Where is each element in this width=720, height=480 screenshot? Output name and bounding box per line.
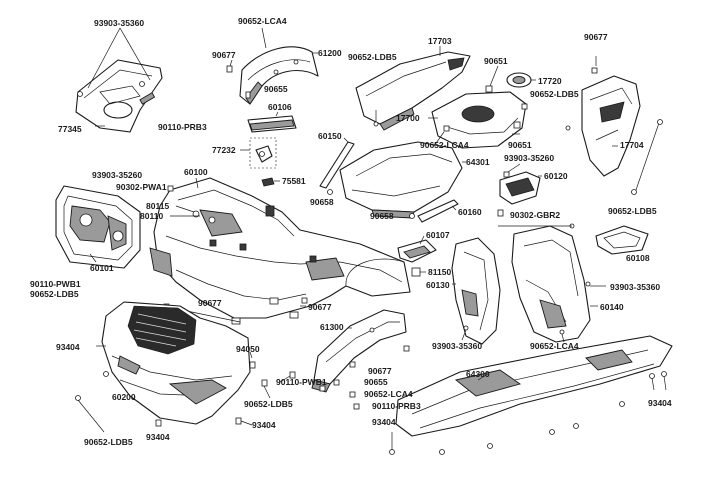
label-60140: 60140 — [600, 302, 624, 312]
part-61200-fender — [239, 46, 319, 105]
label-90677-a: 90677 — [212, 50, 236, 60]
label-93903-35360-c: 93903-35360 — [432, 341, 482, 351]
part-17720-cap — [506, 72, 532, 88]
label-90652-lca4-c: 90652-LCA4 — [530, 341, 579, 351]
part-60130-side-panel — [451, 237, 501, 345]
label-60108: 60108 — [626, 253, 650, 263]
label-90677-d: 90677 — [308, 302, 332, 312]
label-60100: 60100 — [184, 167, 208, 177]
label-93903-35260-b: 93903-35260 — [92, 170, 142, 180]
label-90110-prb3-b: 90110-PRB3 — [372, 401, 421, 411]
part-60100-front-body — [149, 177, 411, 325]
part-60107-cover — [397, 239, 437, 263]
label-60120: 60120 — [544, 171, 568, 181]
label-90652-lca4-b: 90652-LCA4 — [420, 140, 469, 150]
label-90652-ldb5-e: 90652-LDB5 — [244, 399, 293, 409]
label-90651-b: 90651 — [508, 140, 532, 150]
label-90658-a: 90658 — [310, 197, 334, 207]
label-90652-ldb5-a: 90652-LDB5 — [348, 52, 397, 62]
label-60106: 60106 — [268, 102, 292, 112]
label-81150: 81150 — [428, 267, 451, 277]
label-90110-pwb1-b: 90110-PWB1 — [276, 377, 327, 387]
label-93404-c: 93404 — [252, 420, 276, 430]
label-90658-b: 90658 — [370, 211, 394, 221]
label-17700: 17700 — [396, 113, 420, 123]
label-90302-gbr2: 90302-GBR2 — [510, 210, 560, 220]
part-60150-rod — [319, 141, 355, 189]
label-60107: 60107 — [426, 230, 450, 240]
part-60140-side-panel — [511, 225, 591, 343]
label-93404-b: 93404 — [648, 398, 672, 408]
label-80110: 80110 — [140, 211, 163, 221]
part-77232-box — [249, 137, 277, 169]
label-75581: 75581 — [282, 176, 306, 186]
label-90652-lca4-a: 90652-LCA4 — [238, 16, 287, 26]
part-17700-tray — [431, 91, 527, 149]
part-60120-component — [499, 171, 541, 205]
label-90302-pwa1: 90302-PWA1 — [116, 182, 167, 192]
label-93404-d: 93404 — [372, 417, 396, 427]
part-60101-headlight-housing — [55, 185, 141, 269]
label-90655-b: 90655 — [364, 377, 388, 387]
part-77345-plate — [75, 59, 163, 133]
label-17720: 17720 — [538, 76, 562, 86]
label-64301: 64301 — [466, 157, 490, 167]
label-60130: 60130 — [426, 280, 450, 290]
label-90652-lca4-d: 90652-LCA4 — [364, 389, 413, 399]
part-64301-hood — [339, 141, 463, 219]
part-81150-clip — [411, 267, 421, 277]
part-labels: 93903-35360 77345 90677 90652-LCA4 61200… — [30, 16, 672, 447]
label-93404-e: 93404 — [146, 432, 170, 442]
label-64300: 64300 — [466, 369, 490, 379]
label-90652-ldb5-f: 90652-LDB5 — [84, 437, 133, 447]
label-93903-35360-b: 93903-35360 — [610, 282, 660, 292]
label-90651-a: 90651 — [484, 56, 508, 66]
part-60106-cover — [247, 115, 297, 133]
part-60160-bar — [417, 199, 459, 223]
label-94050: 94050 — [236, 344, 260, 354]
label-60160: 60160 — [458, 207, 482, 217]
label-93404-a: 93404 — [56, 342, 80, 352]
label-77232: 77232 — [212, 145, 236, 155]
part-17704-storage — [581, 75, 641, 177]
label-90677-c: 90677 — [198, 298, 222, 308]
label-61200: 61200 — [318, 48, 342, 58]
label-90677-b: 90677 — [584, 32, 608, 42]
label-60150: 60150 — [318, 131, 342, 141]
label-90655-a: 90655 — [264, 84, 288, 94]
label-61300: 61300 — [320, 322, 344, 332]
label-90652-ldb5-d: 90652-LDB5 — [30, 289, 79, 299]
label-90652-ldb5-b: 90652-LDB5 — [530, 89, 579, 99]
label-90652-ldb5-c: 90652-LDB5 — [608, 206, 657, 216]
label-17703: 17703 — [428, 36, 452, 46]
label-60101: 60101 — [90, 263, 114, 273]
floor-bolts — [389, 371, 667, 455]
part-61300-fender — [311, 309, 407, 393]
part-17703-storage-cover — [355, 51, 471, 131]
label-77345: 77345 — [58, 124, 82, 134]
label-60200: 60200 — [112, 392, 136, 402]
label-93903-35260-a: 93903-35260 — [504, 153, 554, 163]
label-90110-prb3-a: 90110-PRB3 — [158, 122, 207, 132]
label-80115: 80115 — [146, 201, 169, 211]
label-90677-e: 90677 — [368, 366, 392, 376]
part-64300-floorboard — [395, 335, 673, 437]
part-60108-plate — [595, 225, 649, 255]
label-17704: 17704 — [620, 140, 644, 150]
label-90110-pwb1-a: 90110-PWB1 — [30, 279, 81, 289]
label-93903-35360-a: 93903-35360 — [94, 18, 144, 28]
part-60200-front-grille — [101, 301, 251, 425]
